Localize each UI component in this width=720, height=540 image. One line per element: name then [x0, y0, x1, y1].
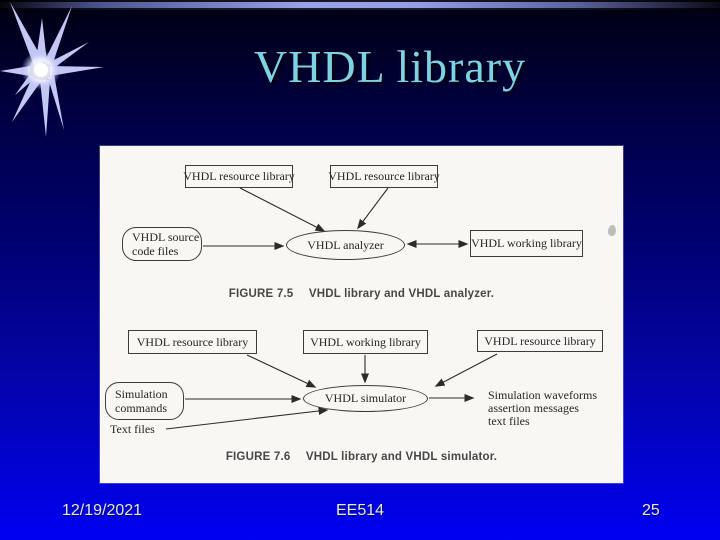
node-label: Simulation commands — [115, 387, 168, 415]
fig75-source-code-files: VHDL source code files — [122, 227, 202, 261]
fig75-caption-text: VHDL library and VHDL analyzer. — [308, 288, 495, 300]
fig76-resource-library-left: VHDL resource library — [128, 330, 257, 354]
node-label: VHDL simulator — [324, 391, 407, 405]
fig76-caption-text: VHDL library and VHDL simulator. — [305, 451, 498, 463]
diagram-arrows — [165, 187, 498, 430]
footer-date: 12/19/2021 — [62, 502, 143, 519]
fig76-working-library: VHDL working library — [303, 330, 428, 354]
footer-page-number: 25 — [642, 502, 660, 519]
fig76-simulation-commands: Simulation commands — [105, 382, 184, 420]
fig75-resource-library-1: VHDL resource library — [183, 165, 295, 188]
fig76-resource-library-right: VHDL resource library — [477, 330, 603, 352]
fig76-caption: FIGURE 7.6 VHDL library and VHDL simulat… — [100, 451, 623, 463]
fig75-caption-label: FIGURE 7.5 — [228, 288, 294, 300]
fig76-caption-label: FIGURE 7.6 — [225, 451, 291, 463]
node-label: VHDL resource library — [484, 333, 596, 348]
node-label: VHDL resource library — [136, 334, 249, 349]
figure-panel: VHDL resource library VHDL resource libr… — [100, 146, 623, 483]
node-label: VHDL source code files — [132, 230, 199, 258]
output-line2: assertion messages — [488, 401, 579, 415]
fig75-resource-library-2: VHDL resource library — [328, 165, 440, 188]
output-line1: Simulation waveforms — [488, 388, 597, 402]
fig76-simulator-ellipse: VHDL simulator — [303, 385, 428, 412]
fig76-output-text: Simulation waveforms assertion messages … — [488, 389, 597, 428]
slide-title: VHDL library — [253, 41, 527, 92]
line2: commands — [115, 401, 167, 415]
node-label: VHDL analyzer — [307, 237, 384, 252]
lavender-stripe — [0, 0, 720, 10]
node-label: VHDL resource library — [183, 169, 295, 183]
node-label: VHDL working library — [310, 334, 421, 349]
node-label: VHDL resource library — [328, 169, 440, 183]
fig76-text-files-label: Text files — [110, 422, 155, 436]
output-line3: text files — [488, 414, 530, 428]
starburst-logo-icon — [0, 2, 104, 137]
footer-course: EE514 — [335, 502, 385, 519]
fig75-working-library: VHDL working library — [470, 230, 583, 257]
line1: Simulation — [115, 387, 168, 401]
fig75-caption: FIGURE 7.5 VHDL library and VHDL analyze… — [100, 288, 623, 300]
node-label: VHDL working library — [471, 236, 582, 250]
line1: VHDL source — [132, 230, 200, 244]
scan-smudge-icon — [607, 224, 617, 237]
fig75-analyzer-ellipse: VHDL analyzer — [286, 230, 405, 260]
line2: code files — [132, 244, 179, 258]
